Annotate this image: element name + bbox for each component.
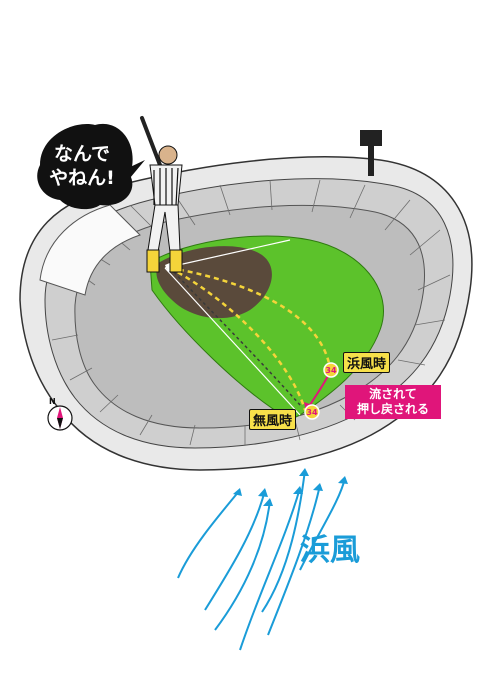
label-pushed-back-line2: 押し戻される bbox=[356, 402, 429, 416]
roof-deck bbox=[39, 204, 141, 296]
svg-text:34: 34 bbox=[306, 408, 318, 417]
wind-arrowheads bbox=[233, 468, 348, 506]
speech-bubble-line2: やねん! bbox=[49, 167, 115, 189]
label-pushed-back-line1: 流されて bbox=[369, 387, 417, 401]
speech-bubble-shape bbox=[37, 123, 145, 210]
batter-figure bbox=[140, 116, 183, 273]
compass-north-label: N bbox=[49, 397, 56, 406]
landing-marker-hamakaze: 34 bbox=[323, 362, 339, 378]
speech-bubble: なんで やねん! bbox=[34, 126, 130, 206]
label-hamakaze-time: 浜風時 bbox=[343, 352, 391, 373]
infield-dirt bbox=[156, 246, 272, 319]
compass-icon bbox=[47, 405, 73, 431]
svg-text:34: 34 bbox=[325, 366, 337, 375]
label-wind: 浜風 bbox=[300, 533, 360, 568]
foul-line-third bbox=[164, 267, 301, 416]
light-tower bbox=[360, 130, 382, 176]
speech-bubble-line1: なんで bbox=[53, 143, 111, 165]
label-pushed-back: 流されて 押し戻される bbox=[345, 385, 441, 419]
foul-line-first bbox=[164, 239, 291, 269]
landing-marker-no-wind: 34 bbox=[304, 404, 320, 420]
label-no-wind-time: 無風時 bbox=[249, 409, 297, 430]
wind-arrows bbox=[177, 469, 346, 651]
